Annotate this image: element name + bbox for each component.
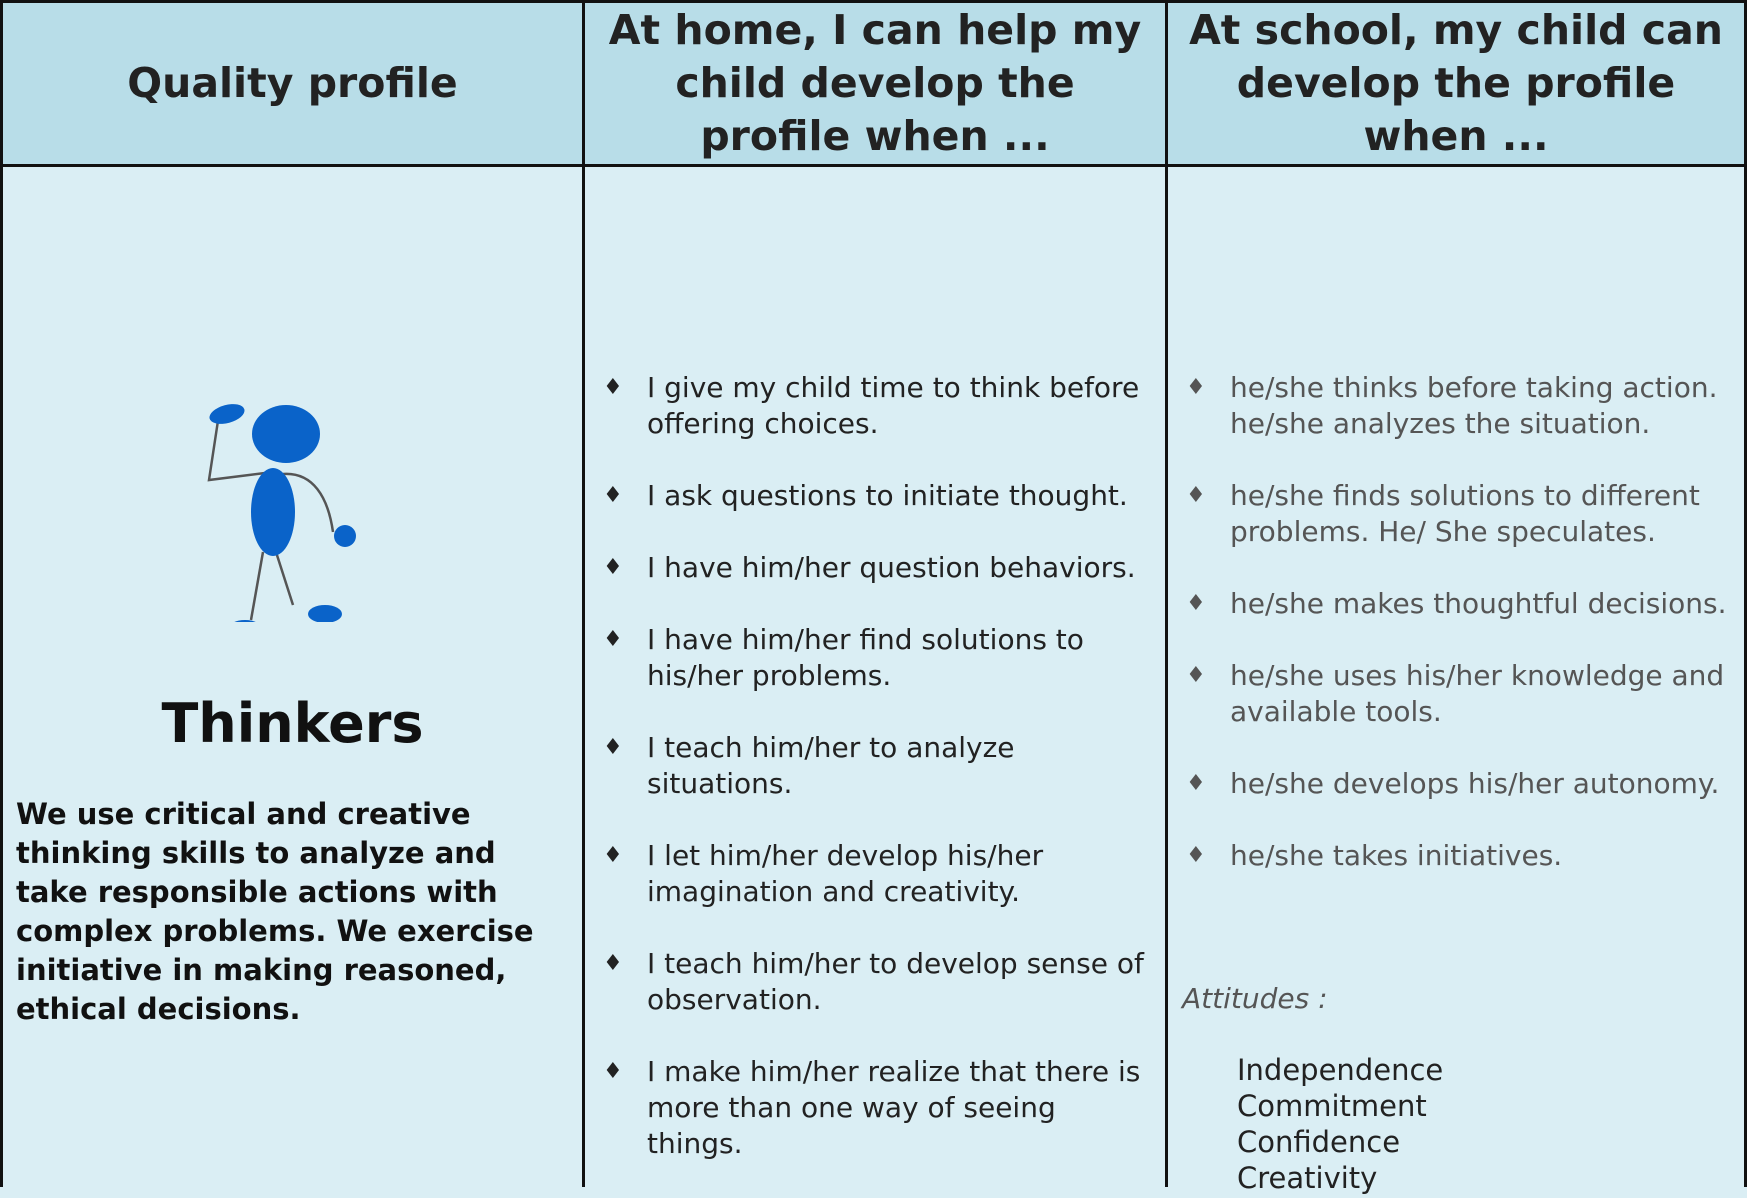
- diamond-bullet-icon: ♦: [603, 555, 623, 580]
- diamond-bullet-icon: ♦: [603, 483, 623, 508]
- diamond-bullet-icon: ♦: [603, 627, 623, 652]
- list-item: ♦ he/she thinks before taking action. he/…: [1168, 370, 1744, 442]
- diamond-bullet-icon: ♦: [1186, 375, 1206, 400]
- thinker-figure-icon: [207, 404, 356, 622]
- profile-description: We use critical and creative thinking sk…: [16, 797, 534, 1026]
- diamond-bullet-icon: ♦: [603, 843, 623, 868]
- list-item: ♦ I let him/her develop his/her imaginati…: [585, 838, 1165, 910]
- list-item: ♦ he/she uses his/her knowledge and avail…: [1168, 658, 1744, 730]
- home-list: ♦ I give my child time to think before of…: [585, 370, 1165, 1198]
- attitudes-label: Attitudes :: [1182, 982, 1328, 1015]
- attitude-item: Commitment: [1237, 1089, 1427, 1123]
- diamond-bullet-icon: ♦: [603, 1059, 623, 1084]
- diamond-bullet-icon: ♦: [603, 375, 623, 400]
- diamond-bullet-icon: ♦: [1186, 483, 1206, 508]
- attitude-item: Confidence: [1237, 1125, 1401, 1159]
- diamond-bullet-icon: ♦: [1186, 663, 1206, 688]
- header-quality-profile: Quality profile: [3, 3, 585, 167]
- list-item-text: I have him/her question behaviors.: [647, 551, 1136, 584]
- list-item-text: he/she makes thoughtful decisions.: [1230, 587, 1727, 620]
- list-item-text: I ask questions to initiate thought.: [647, 479, 1128, 512]
- header-at-school-text: At school, my child can develop the prof…: [1189, 6, 1723, 160]
- list-item-text: he/she uses his/her knowledge and availa…: [1230, 659, 1725, 728]
- diamond-bullet-icon: ♦: [1186, 591, 1206, 616]
- home-cell: ♦ I give my child time to think before of…: [585, 167, 1168, 1187]
- list-item: ♦ I make him/her realize that there is mo…: [585, 1054, 1165, 1162]
- profile-cell: Thinkers We use critical and creative th…: [3, 167, 585, 1187]
- list-item-text: he/she thinks before taking action. he/s…: [1230, 371, 1718, 440]
- list-item-text: he/she finds solutions to different prob…: [1230, 479, 1700, 548]
- list-item-text: I let him/her develop his/her imaginatio…: [647, 839, 1044, 908]
- list-item: ♦ I have him/her question behaviors.: [585, 550, 1165, 586]
- attitude-item: Creativity: [1237, 1161, 1378, 1195]
- list-item: ♦ he/she takes initiatives.: [1168, 838, 1744, 874]
- list-item-text: I teach him/her to develop sense of obse…: [647, 947, 1144, 1016]
- list-item: ♦ he/she makes thoughtful decisions.: [1168, 586, 1744, 622]
- header-at-home: At home, I can help my child develop the…: [585, 3, 1168, 167]
- list-item: ♦ he/she finds solutions to different pro…: [1168, 478, 1744, 550]
- list-item-text: he/she takes initiatives.: [1230, 839, 1563, 872]
- header-quality-profile-text: Quality profile: [127, 59, 458, 107]
- list-item-text: he/she develops his/her autonomy.: [1230, 767, 1720, 800]
- list-item: ♦ I have him/her find solutions to his/he…: [585, 622, 1165, 694]
- list-item-text: I make him/her realize that there is mor…: [647, 1055, 1141, 1160]
- header-at-school: At school, my child can develop the prof…: [1168, 3, 1744, 167]
- list-item: ♦ I teach him/her to analyze situations.: [585, 730, 1165, 802]
- attitude-item: Independence: [1237, 1053, 1444, 1087]
- diamond-bullet-icon: ♦: [603, 951, 623, 976]
- diamond-bullet-icon: ♦: [603, 735, 623, 760]
- attitudes-list: Independence Commitment Confidence Creat…: [1237, 1052, 1443, 1196]
- list-item-text: I give my child time to think before off…: [647, 371, 1140, 440]
- list-item-text: I have him/her find solutions to his/her…: [647, 623, 1084, 692]
- header-at-home-text: At home, I can help my child develop the…: [608, 6, 1142, 160]
- school-cell: ♦ he/she thinks before taking action. he/…: [1168, 167, 1744, 1195]
- diamond-bullet-icon: ♦: [1186, 843, 1206, 868]
- list-item: ♦ I ask questions to initiate thought.: [585, 478, 1165, 514]
- school-list: ♦ he/she thinks before taking action. he/…: [1168, 370, 1744, 910]
- profile-name: Thinkers: [161, 692, 424, 755]
- list-item: ♦ he/she develops his/her autonomy.: [1168, 766, 1744, 802]
- list-item: ♦ I teach him/her to develop sense of obs…: [585, 946, 1165, 1018]
- diamond-bullet-icon: ♦: [1186, 771, 1206, 796]
- list-item-text: I teach him/her to analyze situations.: [647, 731, 1015, 800]
- list-item: ♦ I give my child time to think before of…: [585, 370, 1165, 442]
